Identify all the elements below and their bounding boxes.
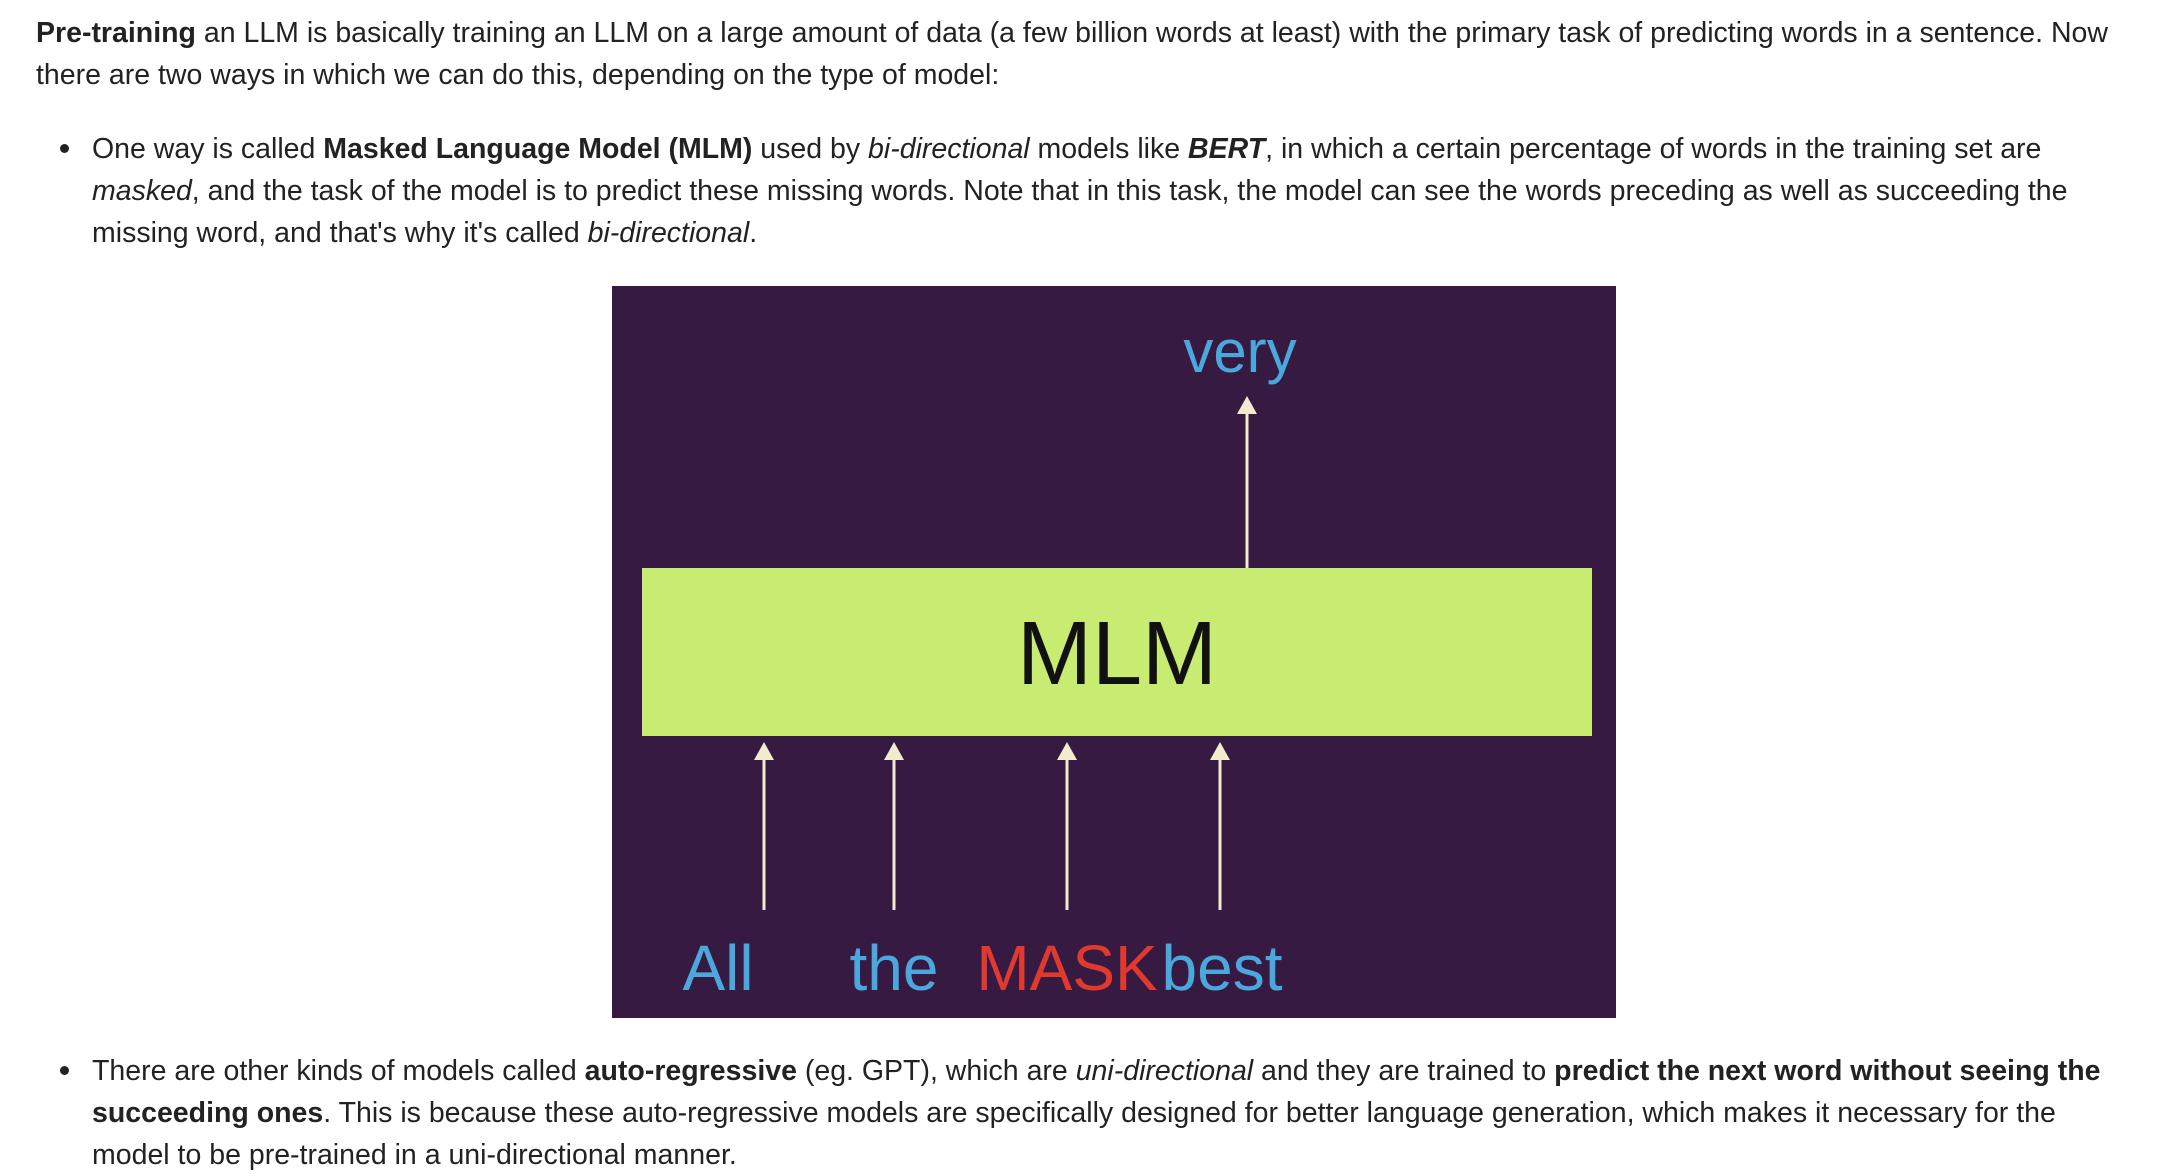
- bullet-mlm: One way is called Masked Language Model …: [60, 128, 2136, 254]
- input-word-the: the: [850, 932, 939, 1004]
- article-body: Pre-training an LLM is basically trainin…: [36, 12, 2136, 254]
- bullet1-text-6: .: [749, 217, 758, 249]
- input-arrows: [754, 742, 1230, 910]
- bullet-autoregressive: There are other kinds of models called a…: [60, 1050, 2132, 1176]
- mlm-term: Masked Language Model (MLM): [323, 133, 753, 165]
- bullet2-text-4: . This is because these auto-regressive …: [92, 1097, 2056, 1171]
- bullet1-text-3: models like: [1029, 133, 1189, 165]
- bullet-dot: [60, 1066, 69, 1075]
- bullet2-text-1: There are other kinds of models called: [92, 1055, 585, 1087]
- input-word-mask: MASK: [976, 932, 1157, 1004]
- masked-term: masked: [92, 175, 192, 207]
- auto-regressive-term: auto-regressive: [584, 1055, 797, 1087]
- bullet1-text-1: One way is called: [92, 133, 324, 165]
- predict-next-word-phrase: predict the next word without seeing the…: [92, 1055, 2101, 1129]
- uni-directional-term: uni-directional: [1075, 1055, 1254, 1087]
- input-arrowhead: [1210, 742, 1230, 760]
- bi-directional-term: bi-directional: [868, 133, 1030, 165]
- intro-paragraph: Pre-training an LLM is basically trainin…: [36, 12, 2136, 96]
- mlm-box: [642, 568, 1592, 736]
- output-arrowhead: [1237, 396, 1257, 414]
- input-arrowhead: [884, 742, 904, 760]
- bullet2-text-2: (eg. GPT), which are: [796, 1055, 1076, 1087]
- intro-text: an LLM is basically training an LLM on a…: [36, 17, 2108, 91]
- bullet2-text-3: and they are trained to: [1253, 1055, 1555, 1087]
- bert-term: BERT: [1188, 133, 1266, 165]
- input-word-all: All: [682, 932, 753, 1004]
- input-arrowhead: [1057, 742, 1077, 760]
- bi-directional-term-2: bi-directional: [587, 217, 750, 249]
- input-word-best: best: [1162, 932, 1283, 1004]
- output-word: very: [1183, 318, 1296, 385]
- bullet-list: One way is called Masked Language Model …: [36, 128, 2136, 254]
- bullet1-text-5: , and the task of the model is to predic…: [92, 175, 2068, 249]
- pre-training-term: Pre-training: [36, 17, 196, 49]
- input-arrowhead: [754, 742, 774, 760]
- bullet-dot: [60, 144, 69, 153]
- bullet1-text-2: used by: [752, 133, 869, 165]
- mlm-box-label: MLM: [1017, 604, 1217, 704]
- bullet1-text-4: , in which a certain percentage of words…: [1265, 133, 2042, 165]
